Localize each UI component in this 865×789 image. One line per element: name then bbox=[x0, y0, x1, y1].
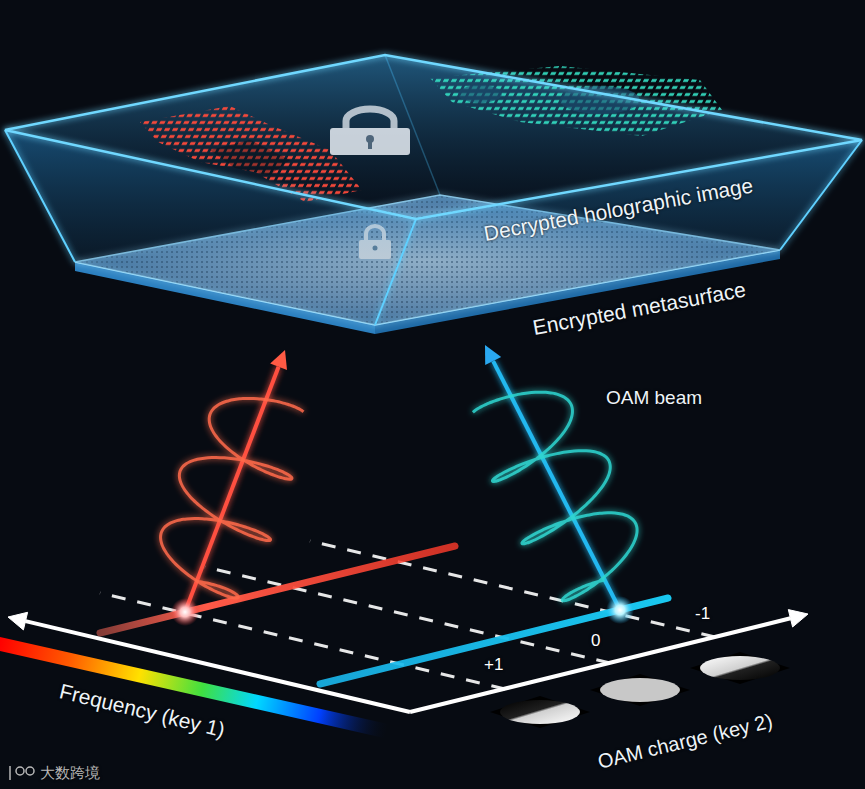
watermark: 大数跨境 bbox=[40, 764, 100, 782]
beam-label: OAM beam bbox=[606, 387, 702, 410]
tick-label: -1 bbox=[695, 604, 710, 624]
plane-label: Encrypted metasurface bbox=[531, 276, 748, 339]
charge-grid bbox=[100, 541, 715, 689]
axis-label: OAM charge (key 2) bbox=[595, 709, 775, 774]
watermark-logo bbox=[10, 766, 34, 780]
tick-label: +1 bbox=[484, 655, 503, 675]
plane-label: Decrypted holographic image bbox=[482, 172, 755, 246]
axis-label: Frequency (key 1) bbox=[57, 678, 227, 742]
red-frequency-line bbox=[100, 546, 455, 633]
tick-label: 0 bbox=[591, 631, 600, 651]
hologram-lock-icon bbox=[330, 109, 410, 155]
red-oam-beam bbox=[161, 350, 304, 626]
